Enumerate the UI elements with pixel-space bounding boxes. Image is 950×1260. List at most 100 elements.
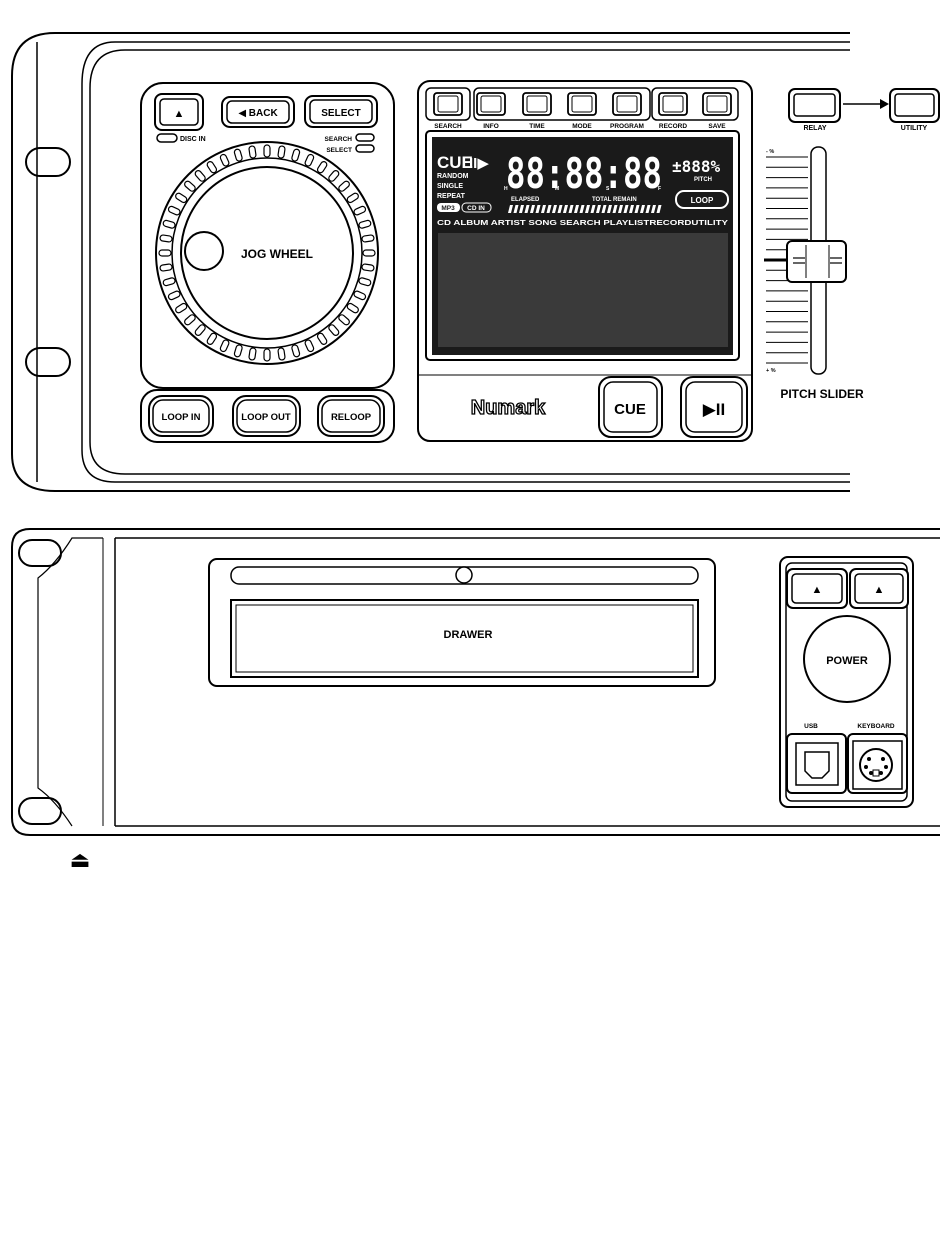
fn-button-save[interactable]: SAVE — [702, 92, 732, 130]
back-button[interactable]: ◀ BACK — [221, 96, 295, 128]
fn-button-program[interactable]: PROGRAM — [610, 92, 644, 130]
loop-in-button[interactable]: LOOP IN — [148, 395, 214, 437]
eject-left-button[interactable]: ▲ — [786, 568, 848, 609]
jog-ring-slot — [304, 153, 315, 167]
jog-finger-dimple — [184, 231, 224, 271]
jog-ring-slot — [316, 161, 328, 174]
track-bar-segment — [623, 205, 629, 213]
track-bar-segment — [568, 205, 574, 213]
track-bar-segment — [579, 205, 585, 213]
svg-text:TOTAL REMAIN: TOTAL REMAIN — [592, 197, 637, 203]
usb-port[interactable] — [786, 733, 847, 794]
track-bar-segment — [524, 205, 530, 213]
fn-button-label: MODE — [572, 123, 592, 130]
jog-ring-slot — [328, 324, 340, 336]
fn-button-record[interactable]: RECORD — [658, 92, 688, 130]
track-bar-segment — [585, 205, 590, 213]
jog-ring-slot — [158, 249, 172, 257]
svg-text:SELECT: SELECT — [321, 108, 360, 119]
track-bar-segment — [530, 205, 535, 213]
loop-indicator: LOOP — [691, 196, 714, 205]
svg-text:JOG WHEEL: JOG WHEEL — [241, 247, 313, 261]
jog-ring-slot — [353, 205, 367, 216]
track-bar-segment — [535, 205, 541, 213]
track-bar-segment — [552, 205, 557, 213]
jog-ring-slot — [263, 144, 271, 158]
jog-ring-slot — [233, 148, 243, 162]
svg-text:SEARCH: SEARCH — [325, 136, 353, 143]
utility-button[interactable]: UTILITY — [889, 88, 940, 132]
play-pause-button[interactable]: ▶II — [680, 376, 748, 438]
track-bar-segment — [612, 205, 618, 213]
usb-icon — [804, 751, 830, 779]
eject-button[interactable]: ▲ — [154, 93, 204, 131]
track-bar-segment — [640, 205, 645, 213]
select-button[interactable]: SELECT — [304, 95, 378, 128]
track-bar-segment — [656, 205, 662, 213]
svg-text:S: S — [606, 186, 610, 192]
jog-ring-slot — [206, 161, 218, 174]
cue-button[interactable]: CUE — [598, 376, 663, 438]
cd-in-badge: CD IN — [467, 205, 485, 212]
svg-text:SELECT: SELECT — [326, 147, 352, 154]
jog-ring-slot — [162, 277, 176, 287]
relay-button[interactable]: RELAY — [788, 88, 841, 132]
fn-button-label: PROGRAM — [610, 123, 644, 130]
jog-ring-slot — [353, 290, 367, 301]
jog-ring-slot — [184, 180, 196, 192]
fn-button-mode[interactable]: MODE — [567, 92, 597, 130]
svg-text:◀ BACK: ◀ BACK — [238, 108, 278, 119]
jog-ring-slot — [316, 332, 328, 345]
eject-icon: ▲ — [874, 584, 885, 596]
usb-label: USB — [804, 723, 818, 730]
track-bar-segment — [645, 205, 651, 213]
jog-wheel[interactable]: JOG WHEEL — [155, 141, 379, 365]
track-bar-segment — [508, 205, 513, 213]
track-bar-segment — [519, 205, 524, 213]
function-buttons: SEARCH INFO TIME MODE PROGRAM RECORD SAVE — [425, 87, 739, 130]
track-bar-segment — [557, 205, 563, 213]
pitch-value: ±888% — [672, 157, 721, 176]
jog-ring-slot — [167, 205, 181, 216]
power-button[interactable]: POWER — [803, 615, 891, 703]
svg-text:- %: - % — [766, 149, 774, 155]
time-digits: 88:88:88 — [506, 149, 662, 198]
search-led: SEARCH — [325, 133, 375, 143]
jog-panel — [140, 82, 395, 389]
jog-ring-slot — [184, 314, 196, 326]
fn-button-time[interactable]: TIME — [522, 92, 552, 130]
cd-drawer[interactable]: DRAWER — [208, 558, 716, 687]
jog-ring-slot — [277, 347, 286, 361]
svg-text:+ %: + % — [766, 368, 776, 374]
pitch-slider[interactable]: - % + % PITCH SLIDER — [764, 146, 864, 401]
jog-ring-slot — [361, 234, 375, 243]
jog-ring-slot — [206, 332, 218, 345]
jog-ring-slot — [167, 290, 181, 301]
reloop-button[interactable]: RELOOP — [317, 395, 385, 437]
jog-ring-slot — [248, 347, 257, 361]
cue-bars: II▶ — [469, 155, 489, 172]
jog-ring-slot — [277, 145, 286, 159]
svg-text:RANDOM: RANDOM — [437, 173, 469, 180]
fn-button-info[interactable]: INFO — [476, 92, 506, 130]
svg-text:H: H — [504, 186, 508, 192]
track-bar-segment — [618, 205, 623, 213]
fn-button-label: INFO — [483, 123, 499, 130]
jog-ring-slot — [338, 180, 350, 192]
top-unit — [11, 32, 850, 492]
jog-ring-slot — [194, 324, 206, 336]
jog-ring-slot — [162, 219, 176, 229]
svg-text:DRAWER: DRAWER — [444, 629, 493, 641]
loop-out-button[interactable]: LOOP OUT — [232, 395, 301, 437]
keyboard-port[interactable] — [847, 733, 908, 794]
jog-ring-slot — [219, 153, 230, 167]
eject-right-button[interactable]: ▲ — [849, 568, 909, 609]
drawer-hole — [455, 566, 473, 584]
jog-ring-slot — [362, 249, 376, 257]
eject-icon: ▲ — [812, 584, 823, 596]
jog-ring-slot — [358, 219, 372, 229]
svg-text:RELOOP: RELOOP — [331, 412, 372, 423]
fn-button-search[interactable]: SEARCH — [433, 92, 463, 130]
jog-ring-slot — [346, 192, 359, 204]
svg-text:PITCH: PITCH — [694, 177, 712, 183]
